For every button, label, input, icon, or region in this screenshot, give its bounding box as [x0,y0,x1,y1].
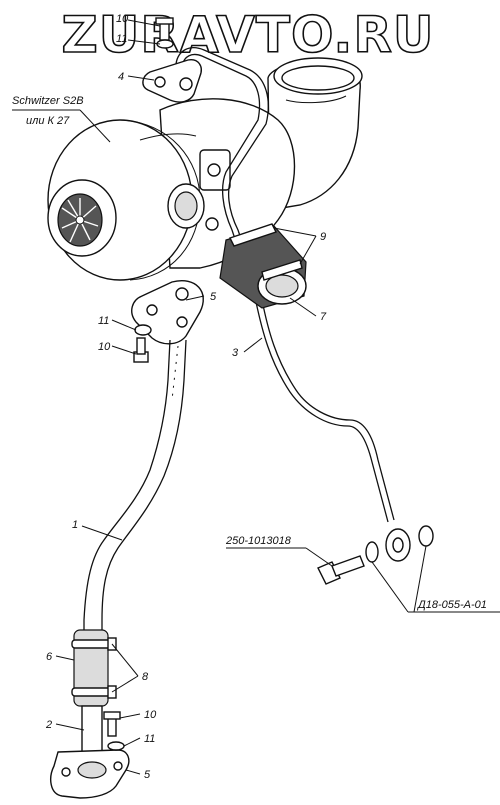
bolt-10-shank [136,337,146,355]
callout-7: 7 [320,311,327,323]
callout-5-upper: 5 [210,291,217,303]
lower-hose-assembly [71,629,117,707]
banjo-fitting-assembly [317,525,434,585]
clamp-9-b [261,259,303,281]
bolt-10-bottom-head [103,711,121,720]
turbo-model-label: Schwitzer S2B [12,95,84,107]
callout-10-bottom: 10 [144,709,157,721]
oil-drain-hose [219,223,307,309]
washer-part-number: Д18-055-А-01 [416,599,487,611]
outlet-opening [281,65,355,91]
flange-5-hole-a [146,304,158,316]
watermark: ZURAVTO.RU [62,6,435,64]
leader-lines [12,19,500,775]
bolt-part-number: 250-1013018 [225,535,292,547]
callout-9: 9 [320,231,326,243]
outlet-rib [285,95,347,104]
turbocharger [47,57,363,281]
clamp-9-a [229,223,277,247]
washer-11-mid [134,324,152,336]
callout-11-bottom: 11 [144,733,155,745]
flange-4 [142,59,202,103]
pipe-shade [171,345,179,401]
callout-11-top: 11 [116,33,127,45]
callout-10-mid: 10 [98,341,111,353]
washer-left [365,541,379,563]
turbo-alt-model-label: или К 27 [26,115,70,127]
callout-2: 2 [45,719,52,731]
callout-5-lower: 5 [144,769,151,781]
callout-4: 4 [118,71,124,83]
banjo-hole [392,537,404,553]
clamp-8-top [71,639,111,649]
flange-5-hole-c [176,316,188,328]
lower-tube-assembly [50,705,130,799]
flange-5-lower-hole-a [61,767,71,777]
flange-5-lower-hole-b [113,761,123,771]
compressor-outlet-bore [174,191,198,221]
top-bolt-head [155,17,174,25]
banjo-bolt-shank [331,555,365,577]
bolt-10-bottom-shank [107,717,117,737]
oil-drain-pipe [83,339,187,640]
flange-5-lower-bore [77,761,107,779]
washer-11-bottom [107,741,125,751]
upper-drain-flange [131,280,204,363]
callout-11-mid: 11 [98,315,109,327]
flange-4-hole-b [179,77,193,91]
callout-1: 1 [72,519,78,531]
callout-8: 8 [142,671,149,683]
drain-pipe-left [83,339,171,640]
drain-pipe-right [101,339,187,640]
top-bolt-10 [159,21,170,41]
clamp-8-bottom [71,687,111,697]
wheel-hub [75,215,85,225]
housing-rib [139,133,197,141]
flange-5-hole-b [175,287,189,301]
top-flange-assembly [142,17,202,103]
labels: Schwitzer S2B или К 27 10 11 4 5 11 10 9… [12,13,487,781]
callout-10-top: 10 [116,13,129,25]
callout-6: 6 [46,651,53,663]
housing-bolt [207,163,221,177]
flange-4-hole-a [154,76,166,88]
callout-3: 3 [232,347,239,359]
housing-bolt-lower [205,217,219,231]
washer-right [418,525,434,547]
